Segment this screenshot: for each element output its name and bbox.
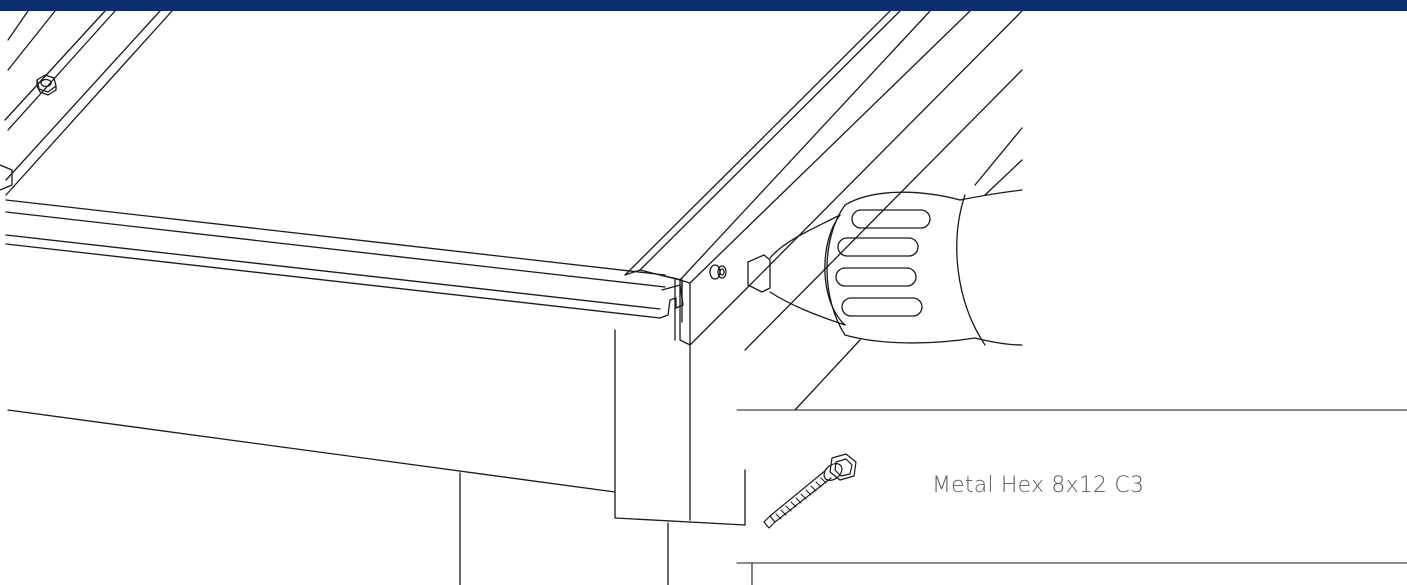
roof-bolt-icon: [37, 75, 56, 95]
roof-panel-ridges: [0, 11, 172, 195]
part-label-metal-hex: Metal Hex 8x12 C3: [932, 473, 1145, 498]
screw-head-icon: [710, 265, 726, 279]
corner-cap: [625, 11, 970, 345]
header-band: [0, 0, 1407, 11]
parts-legend-frame: [737, 410, 1407, 585]
hex-screw-icon: [764, 454, 856, 528]
front-trim: [6, 200, 683, 322]
drill-icon: [748, 128, 1022, 345]
fascia-wall: [8, 330, 745, 585]
